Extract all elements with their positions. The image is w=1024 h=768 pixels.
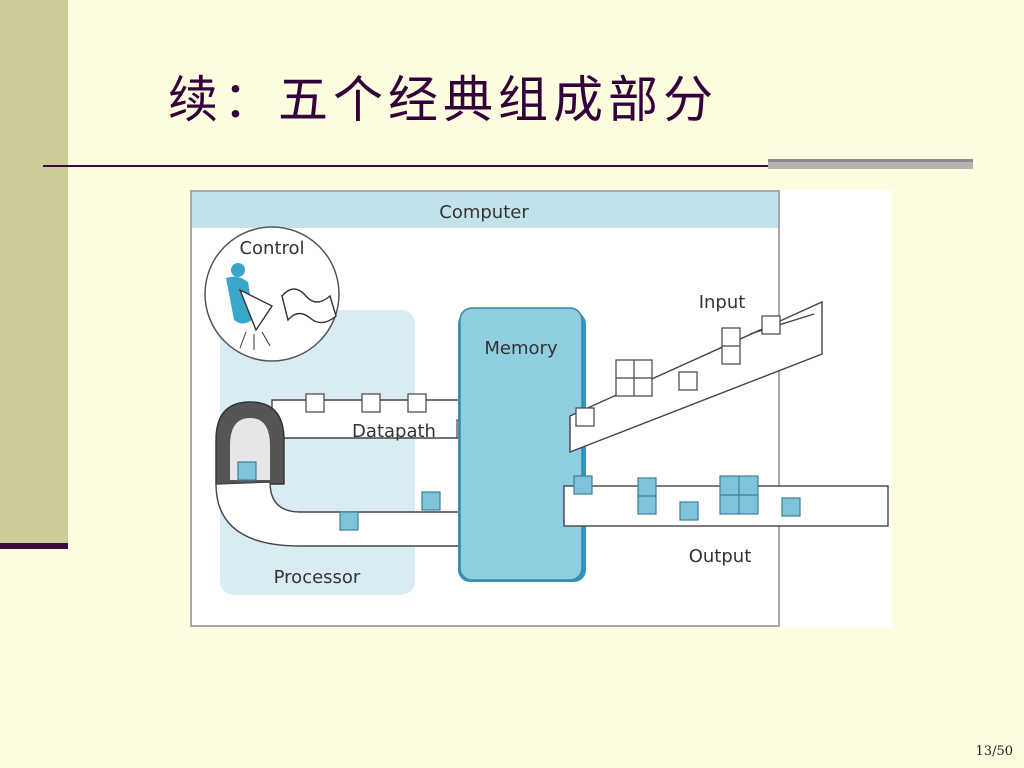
input-block: [575, 407, 595, 427]
control-circle: [204, 226, 340, 362]
datapath-label: Datapath: [352, 421, 436, 442]
memory-label: Memory: [484, 338, 558, 359]
processor-memory-belt: [215, 481, 463, 547]
five-components-diagram: Computer Processor Control Datapath Memo…: [190, 190, 892, 628]
computer-header: [192, 192, 778, 228]
computer-label: Computer: [439, 202, 529, 223]
slide-title: 续：五个经典组成部分: [168, 71, 718, 129]
datapath-block: [407, 393, 427, 413]
input-label: Input: [699, 292, 746, 313]
left-accent-bar: [0, 0, 68, 547]
title-underline: [43, 165, 773, 167]
control-label: Control: [239, 238, 304, 259]
datapath-block: [361, 393, 381, 413]
output-block: [573, 475, 593, 495]
data-block: [421, 491, 441, 511]
data-block: [237, 461, 257, 481]
processor-label: Processor: [274, 567, 361, 588]
input-block: [761, 315, 781, 335]
output-block: [679, 501, 699, 521]
left-accent-bar-foot: [0, 543, 68, 549]
data-block: [339, 511, 359, 531]
control-operator-icon: [226, 263, 337, 350]
input-block: [678, 371, 698, 391]
page-number: 13/50: [975, 744, 1013, 759]
output-block: [781, 497, 801, 517]
title-underline-accent: [768, 159, 973, 169]
output-label: Output: [689, 546, 752, 567]
datapath-block: [305, 393, 325, 413]
